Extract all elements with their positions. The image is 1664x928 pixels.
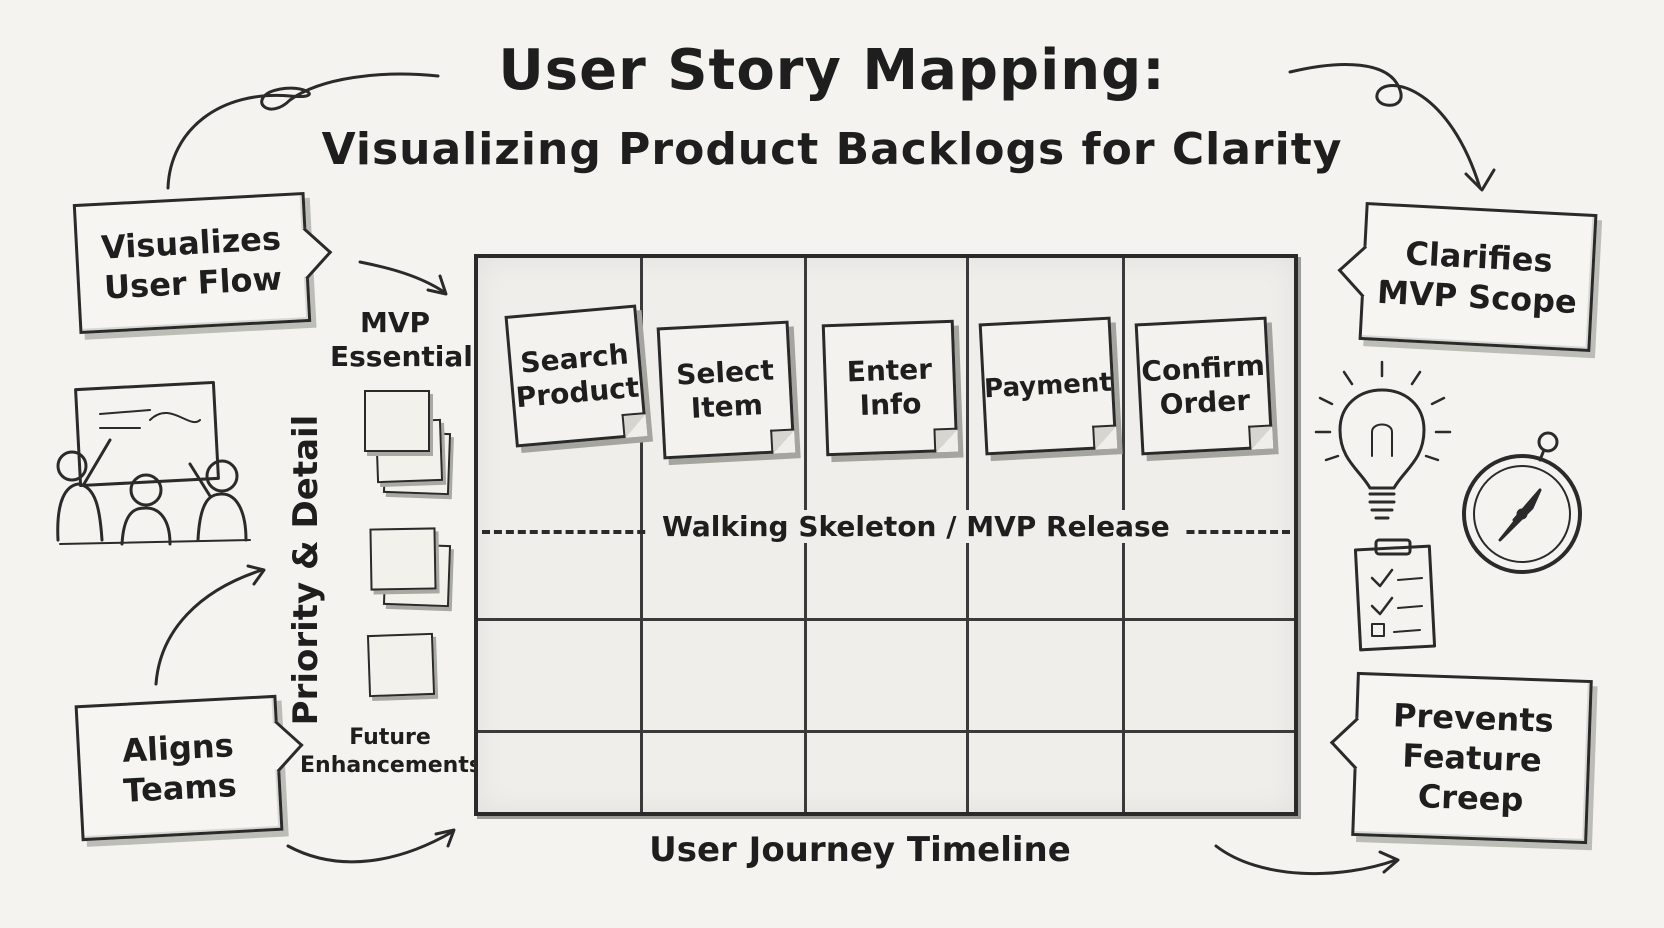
team-at-whiteboard-icon [56, 380, 251, 546]
arrow-to-board [358, 260, 446, 294]
arrow-aligns-up [154, 568, 264, 686]
mini-note [366, 632, 436, 698]
curly-arrow-top-right [1288, 63, 1482, 190]
mvp-release-label: Walking Skeleton / MVP Release [648, 510, 1184, 543]
curly-arrow-top-left [166, 72, 440, 190]
callout-visualizes-user-flow: Visualizes User Flow [72, 192, 312, 334]
checklist-clipboard-icon [1353, 538, 1437, 652]
timeline-axis-label: User Journey Timeline [649, 830, 1071, 870]
story-card-payment: Payment [978, 316, 1118, 456]
page-title: User Story Mapping: [498, 38, 1166, 103]
callout-clarifies-mvp-scope: Clarifies MVP Scope [1358, 202, 1598, 352]
lightbulb-icon [1314, 360, 1452, 520]
page-subtitle: Visualizing Product Backlogs for Clarity [321, 124, 1343, 175]
board-row-divider [478, 730, 1294, 733]
future-enhancements-label: Future Enhancements [300, 725, 482, 778]
story-card-select-item: Select Item [656, 320, 796, 460]
story-map-board: Walking Skeleton / MVP Release Search Pr… [474, 254, 1298, 816]
compass-icon [1462, 431, 1582, 574]
callout-prevents-feature-creep: Prevents Feature Creep [1351, 671, 1593, 845]
priority-axis-label: Priority & Detail [286, 414, 326, 726]
mvp-essential-label: MVP Essential [330, 306, 473, 373]
mini-note [364, 390, 430, 452]
story-card-confirm-order: Confirm Order [1134, 316, 1274, 456]
callout-aligns-teams: Aligns Teams [74, 694, 284, 842]
story-card-enter-info: Enter Info [821, 319, 959, 457]
board-row-divider [478, 618, 1294, 621]
board-column-divider [640, 258, 643, 812]
arrow-bottom-left [286, 830, 454, 864]
mini-note [369, 527, 437, 591]
arrow-bottom-right [1214, 844, 1398, 876]
story-card-search-product: Search Product [504, 304, 648, 448]
